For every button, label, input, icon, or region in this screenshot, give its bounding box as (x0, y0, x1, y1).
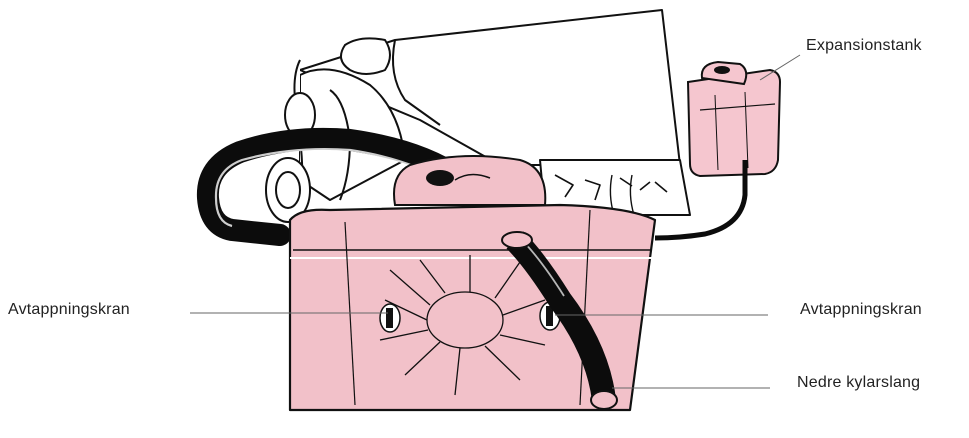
label-drain-tap-right: Avtappningskran (800, 301, 922, 319)
drain-tap-left-icon (380, 304, 400, 332)
label-expansion-tank: Expansionstank (806, 37, 922, 55)
label-lower-hose: Nedre kylarslang (797, 374, 920, 392)
expansion-tank (688, 62, 780, 176)
label-drain-tap-left: Avtappningskran (8, 301, 130, 319)
radiator-cap (394, 156, 545, 205)
